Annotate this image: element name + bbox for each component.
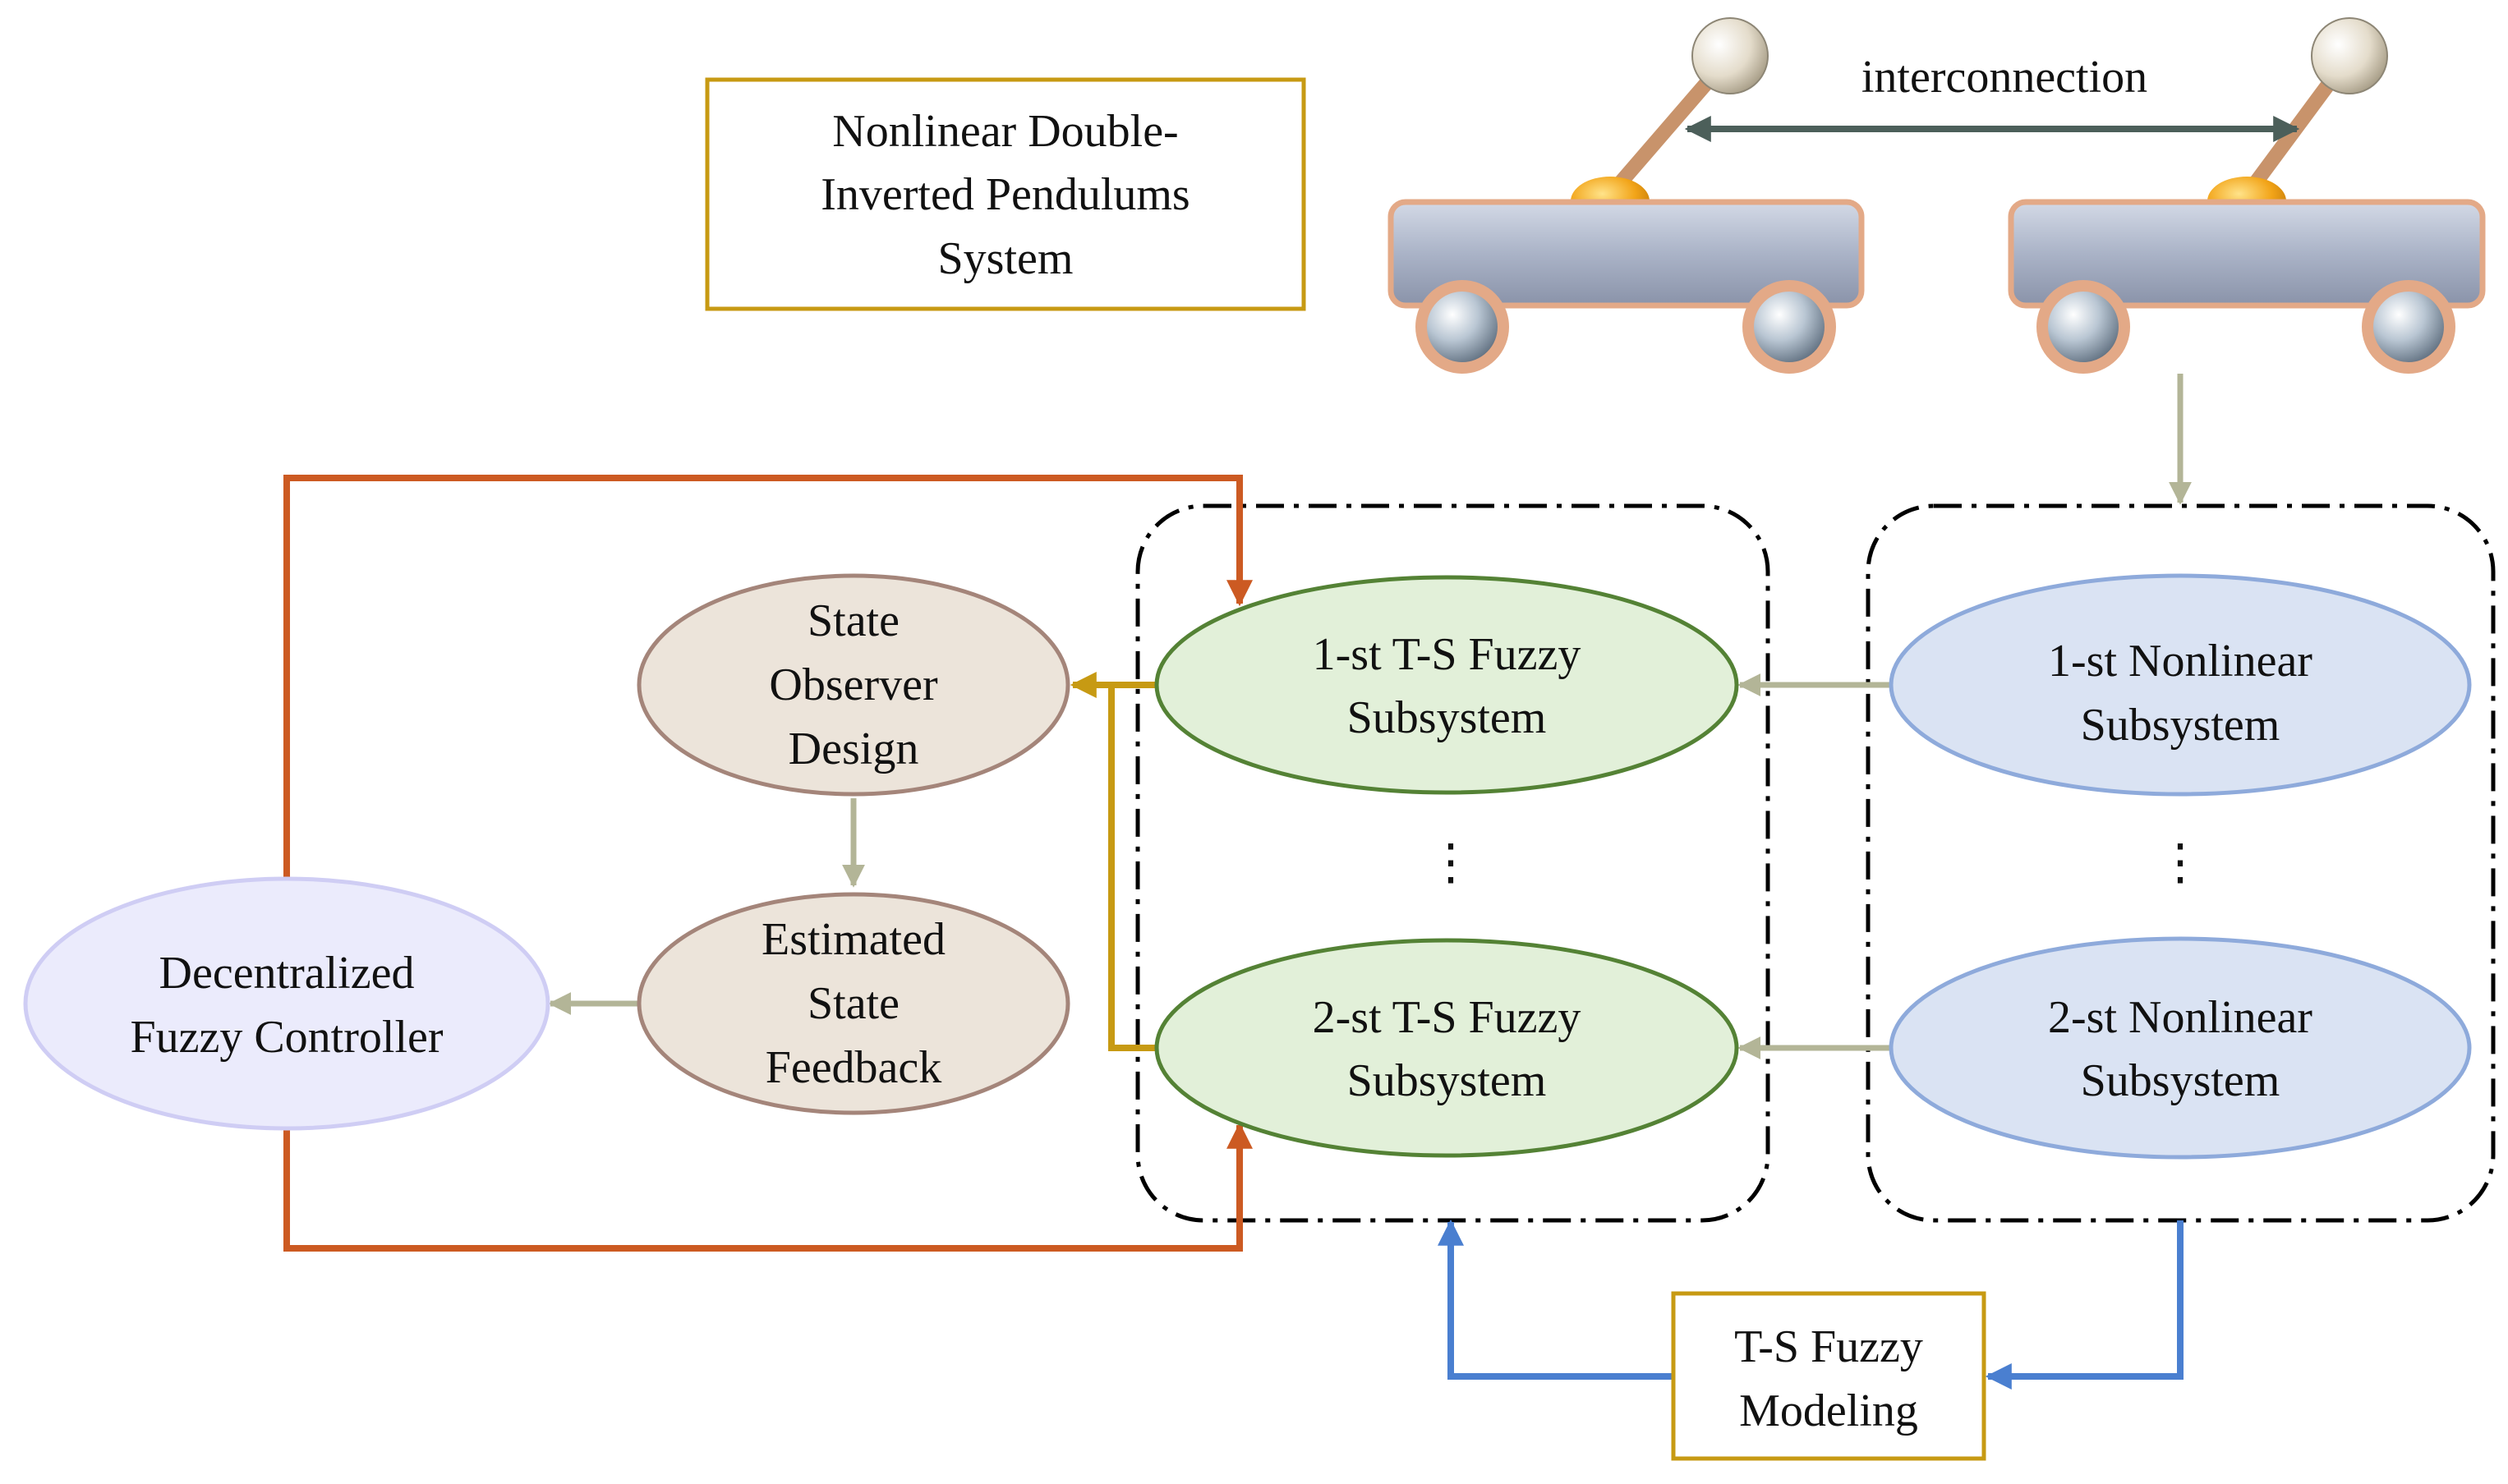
nonlinear-ellipsis: ⋮ [2156,835,2205,889]
node-state-observer-design: State Observer Design [637,573,1070,797]
node-estimated-state-feedback: Estimated State Feedback [637,892,1070,1115]
gold-line-fuzzy2-to-observer [1108,685,1157,1051]
system-box-line-1: Nonlinear Double- [832,106,1178,157]
fuzzy1-line-1: 1-st T-S Fuzzy [1313,629,1581,680]
orange-loop-top [283,475,1253,877]
blue-arrow-nonlinear-to-modeling [1985,1220,2184,1390]
system-box: Nonlinear Double- Inverted Pendulums Sys… [705,77,1306,311]
feedback-line-2: State [808,978,900,1029]
node-decentralized-fuzzy-controller: Decentralized Fuzzy Controller [23,876,550,1131]
nonlinear1-line-2: Subsystem [2081,700,2280,751]
controller-line-2: Fuzzy Controller [130,1012,443,1063]
node-nonlinear-subsystem-2: 2-st Nonlinear Subsystem [1889,936,2472,1160]
node-nonlinear-subsystem-1: 1-st Nonlinear Subsystem [1889,573,2472,797]
nonlinear2-line-2: Subsystem [2081,1055,2280,1106]
controller-line-1: Decentralized [159,948,415,999]
blue-arrow-modeling-to-fuzzy [1438,1219,1673,1380]
fuzzy-ellipsis: ⋮ [1426,835,1475,889]
observer-line-3: Design [789,724,919,774]
node-fuzzy-subsystem-2: 2-st T-S Fuzzy Subsystem [1154,938,1739,1158]
fuzzy1-line-2: Subsystem [1347,692,1547,743]
fuzzy2-line-1: 2-st T-S Fuzzy [1313,992,1581,1043]
interconnection-label: interconnection [1861,52,2147,103]
nonlinear1-line-1: 1-st Nonlinear [2048,636,2312,687]
orange-loop-bottom [283,1122,1253,1252]
feedback-line-1: Estimated [762,914,946,965]
node-fuzzy-subsystem-1: 1-st T-S Fuzzy Subsystem [1154,575,1739,795]
observer-line-1: State [808,595,900,646]
system-box-line-3: System [938,233,1074,284]
system-box-line-2: Inverted Pendulums [821,169,1190,220]
nonlinear2-line-1: 2-st Nonlinear [2048,992,2312,1043]
modeling-box: T-S Fuzzy Modeling [1671,1291,1986,1461]
feedback-line-3: Feedback [766,1042,942,1093]
modeling-line-1: T-S Fuzzy [1734,1321,1923,1372]
modeling-line-2: Modeling [1739,1385,1918,1436]
fuzzy2-line-2: Subsystem [1347,1055,1547,1106]
pendulum-cart-left [1387,17,1865,374]
observer-line-2: Observer [769,659,938,710]
pendulum-cart-right [2008,17,2486,374]
